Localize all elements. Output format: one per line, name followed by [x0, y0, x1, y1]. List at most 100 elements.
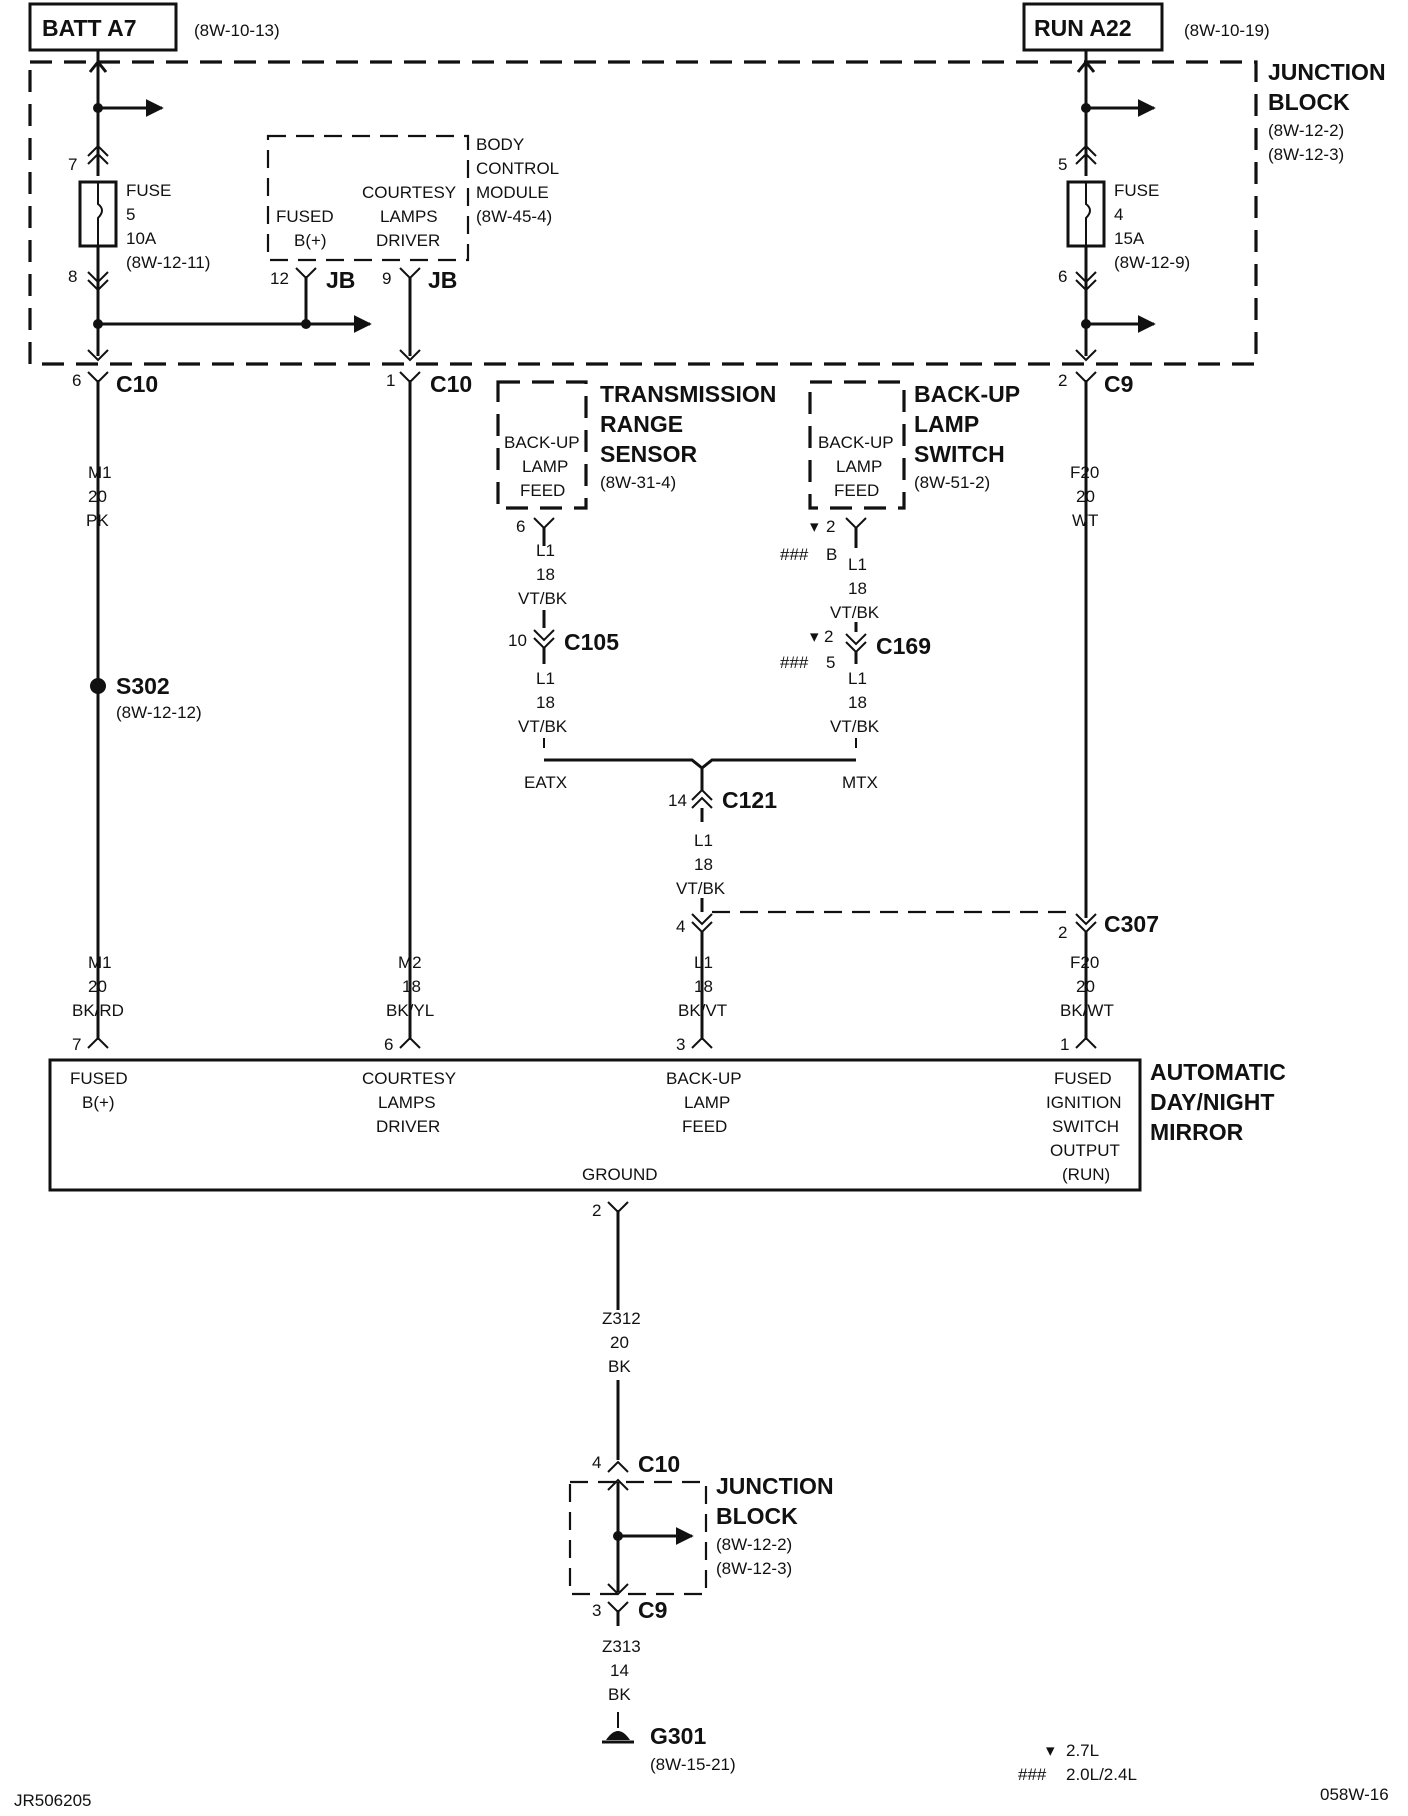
label-mirror-t1: AUTOMATIC: [1150, 1059, 1286, 1085]
label-connectors-c9: C9: [638, 1597, 667, 1623]
label-bls-tri: ▾: [810, 627, 819, 646]
label-wires-l1-bus-1: 18: [848, 579, 867, 598]
label-wires-l1-bot-2: BK/VT: [678, 1001, 727, 1020]
fuse-5-pin-top: 7: [68, 155, 77, 174]
fuse-5-pin-bottom: 8: [68, 267, 77, 286]
label-wires-m1-bot-1: 20: [88, 977, 107, 996]
label-fuse4-l3: 15A: [1114, 229, 1145, 248]
label-wires-f20-top-0: F20: [1070, 463, 1099, 482]
label-bcm-jb: JB: [428, 267, 457, 293]
label-junction-block-top-title2: BLOCK: [1268, 89, 1350, 115]
label-wires-l1-trs2-2: VT/BK: [518, 717, 568, 736]
label-bls-t1: BACK-UP: [914, 381, 1020, 407]
fuse-5-l1: FUSE: [126, 181, 171, 200]
footer-left-code: JR506205: [14, 1791, 92, 1810]
label-bcm-l1: BODY: [476, 135, 524, 154]
label-connectors-c121: C121: [722, 787, 777, 813]
label-connectors-c169: C169: [876, 633, 931, 659]
label-trs-i3: FEED: [520, 481, 565, 500]
label-bls-i2: LAMP: [836, 457, 882, 476]
legend: ▾ 2.7L ### 2.0L/2.4L: [1018, 1741, 1137, 1784]
fuse-5-l2: 5: [126, 205, 135, 224]
label-wires-l1-trs-2: VT/BK: [518, 589, 568, 608]
label-mirror-pin1: 1: [1060, 1035, 1069, 1054]
label-mirror-i5: (RUN): [1062, 1165, 1110, 1184]
label-bls-t3: SWITCH: [914, 441, 1005, 467]
label-wires-z313-0: Z313: [602, 1637, 641, 1656]
label-wires-f20-bot-2: BK/WT: [1060, 1001, 1114, 1020]
label-bls-tri: ▾: [810, 517, 819, 536]
label-wires-f20-bot-0: F20: [1070, 953, 1099, 972]
label-wires-m1-top-2: PK: [86, 511, 109, 530]
label-wires-l1-bus2-1: 18: [848, 693, 867, 712]
label-wires-l1-bus-2: VT/BK: [830, 603, 880, 622]
label-connectors-c10: C10: [430, 371, 472, 397]
label-connectors-c169-pin2: 5: [826, 653, 835, 672]
label-bcm-court3: DRIVER: [376, 231, 440, 250]
label-legend-tri-label: 2.7L: [1066, 1741, 1099, 1760]
label-bus-eatx: EATX: [524, 773, 567, 792]
label-connectors-c105: C105: [564, 629, 619, 655]
footer-right-code: 058W-16: [1320, 1785, 1389, 1804]
label-junction-block-top-title1: JUNCTION: [1268, 59, 1386, 85]
label-wires-l1-c121-0: L1: [694, 831, 713, 850]
fuse-4-circuit: 5 6 FUSE 4 15A (8W-12-9): [1058, 50, 1190, 362]
eatx-mtx-bus: EATX MTX 14 C121 L1 18 VT/BK 4 L1 18 BK/…: [524, 738, 1076, 1024]
label-wires-z312-2: BK: [608, 1357, 631, 1376]
label-wires-z313-1: 14: [610, 1661, 629, 1680]
label-connectors-c121-pin: 14: [668, 791, 687, 810]
label-mirror-i1: FUSED: [1054, 1069, 1112, 1088]
label-mirror-t2: DAY/NIGHT: [1150, 1089, 1274, 1115]
label-wires-m1-bot-2: BK/RD: [72, 1001, 124, 1020]
label-junction-block-bot-title2: BLOCK: [716, 1503, 798, 1529]
label-connectors-c9-2-pin: 2: [1058, 371, 1067, 390]
label-bcm-court2: LAMPS: [380, 207, 438, 226]
label-legend-hash: ###: [1018, 1765, 1047, 1784]
label-trs-t2: RANGE: [600, 411, 683, 437]
label-fuse4-l2: 4: [1114, 205, 1123, 224]
label-connectors-c9b-pin: 3: [592, 1601, 601, 1620]
label-junction-block-bot-ref1: (8W-12-2): [716, 1535, 792, 1554]
batt-a7-ref: (8W-10-13): [194, 21, 280, 40]
label-wires-l1-trs2-0: L1: [536, 669, 555, 688]
label-connectors-c105-pin: 10: [508, 631, 527, 650]
label-mirror-f2: B(+): [82, 1093, 115, 1112]
label-fuse4-l1: FUSE: [1114, 181, 1159, 200]
mirror-body: [48, 1058, 1142, 1192]
label-mirror-b1: BACK-UP: [666, 1069, 742, 1088]
label-trs-i2: LAMP: [522, 457, 568, 476]
label-wires-f20-bot-1: 20: [1076, 977, 1095, 996]
label-bls-t2: LAMP: [914, 411, 979, 437]
batt-a7-box: BATT A7 (8W-10-13): [28, 2, 280, 52]
label-bls-pin-alt: B: [826, 545, 837, 564]
label-wires-m2-bot-2: BK/YL: [386, 1001, 434, 1020]
label-bcm-jb: JB: [326, 267, 355, 293]
label-mirror-i3: SWITCH: [1052, 1117, 1119, 1136]
label-connectors-c10-1-pin: 1: [386, 371, 395, 390]
label-legend-hash-label: 2.0L/2.4L: [1066, 1765, 1137, 1784]
label-wires-l1-trs2-1: 18: [536, 693, 555, 712]
label-connectors-c10: C10: [638, 1451, 680, 1477]
run-a22-label: RUN A22: [1034, 15, 1132, 41]
label-wires-l1-c121-1: 18: [694, 855, 713, 874]
ground-circuit: 2 Z312 20 BK 4 C10 JUNCTION BLOCK (8W-12…: [568, 1201, 834, 1774]
splice-s302-label: S302: [116, 673, 170, 699]
m2-wire: 1 C10 M2 18 BK/YL: [386, 278, 472, 1024]
batt-a7-label: BATT A7: [42, 15, 137, 41]
label-wires-l1-bot-1: 18: [694, 977, 713, 996]
backup-lamp-switch: BACK-UP LAMP SWITCH (8W-51-2) BACK-UP LA…: [780, 380, 1020, 736]
label-wires-m2-bot-0: M2: [398, 953, 422, 972]
label-trs-ref: (8W-31-4): [600, 473, 676, 492]
label-wires-l1-bot-0: L1: [694, 953, 713, 972]
label-legend-tri: ▾: [1046, 1741, 1055, 1760]
fuse-5-ref: (8W-12-11): [126, 253, 210, 272]
label-wires-z312-1: 20: [610, 1333, 629, 1352]
label-fuse4-ref: (8W-12-9): [1114, 253, 1190, 272]
label-mirror-c2: LAMPS: [378, 1093, 436, 1112]
ground-g301-label: G301: [650, 1723, 706, 1749]
body-control-module: BODY CONTROL MODULE (8W-45-4) FUSED B(+)…: [266, 134, 559, 329]
label-bls-pin: 2: [826, 517, 835, 536]
label-splice-ref: (8W-12-12): [116, 703, 202, 722]
label-mirror-b3: FEED: [682, 1117, 727, 1136]
